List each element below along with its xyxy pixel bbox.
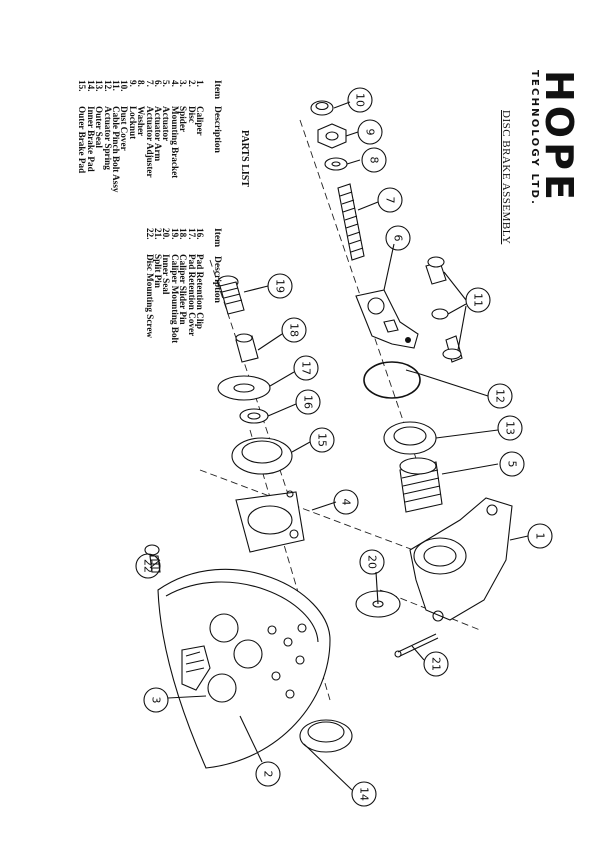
parts-list-row: 17.Pad Retention Cover (186, 228, 197, 336)
callout-balloons (135, 87, 553, 807)
callout-2: 2 (262, 771, 275, 778)
callout-19: 19 (274, 279, 287, 293)
callout-6: 6 (392, 235, 405, 242)
callout-10: 10 (354, 93, 367, 107)
part-mounting-bracket (235, 490, 305, 553)
parts-item-number: 2. (186, 80, 197, 87)
parts-list-title: PARTS LIST (239, 130, 250, 187)
callout-16: 16 (302, 395, 315, 409)
callout-3: 3 (150, 697, 163, 704)
parts-item-number: 10. (119, 80, 130, 92)
callout-5: 5 (506, 461, 519, 468)
parts-item-number: 8. (136, 80, 147, 87)
parts-item-number: 13. (94, 80, 105, 92)
parts-list-row: 1.Caliper (195, 80, 205, 136)
callout-14: 14 (358, 787, 371, 801)
parts-item-number: 7. (144, 80, 155, 87)
part-disc (157, 568, 331, 769)
parts-item-number: 16. (195, 228, 205, 240)
parts-list-row: 11.Cable Pinch Bolt Assy (111, 80, 121, 193)
part-dust-cover (310, 100, 334, 116)
parts-item-number: 5. (161, 80, 172, 87)
brand-logo-name: HOPE (537, 70, 581, 204)
parts-item-number: 1. (195, 80, 205, 87)
parts-list-row: 10.Dust Cover (119, 80, 130, 151)
callout-21: 21 (430, 657, 443, 671)
part-caliper-slider-pin (235, 333, 259, 363)
callout-7: 7 (384, 197, 397, 204)
parts-item-number: 20. (161, 228, 172, 240)
parts-item-description: Disc Mounting Screw (144, 254, 155, 339)
parts-item-number: 9. (127, 80, 138, 87)
parts-list-row: 2.Disc (186, 80, 197, 123)
part-caliper (409, 497, 513, 622)
parts-item-number: 21. (153, 228, 163, 240)
callout-20: 20 (366, 555, 379, 569)
callout-12: 12 (494, 389, 507, 403)
callout-1: 1 (534, 533, 547, 540)
part-split-pin (394, 633, 439, 658)
callout-9: 9 (364, 129, 377, 136)
part-spider (181, 645, 211, 691)
part-pad-retention-cover (217, 375, 271, 401)
part-actuator-arm (355, 289, 419, 349)
parts-item-number: 14. (85, 80, 96, 92)
parts-list-row: 21.Split Pin (153, 228, 163, 288)
callout-15: 15 (316, 433, 329, 447)
part-actuator-spring (363, 361, 421, 399)
parts-list-row: 5.Actuator (161, 80, 172, 141)
parts-list-row: 3.Spider (178, 80, 189, 132)
parts-list-row: 22. Disc Mounting Screw (144, 228, 155, 339)
parts-item-description: Outer Brake Pad (77, 106, 88, 174)
callout-11: 11 (472, 293, 485, 307)
part-actuator (399, 457, 443, 513)
parts-item-number: 11. (111, 80, 121, 91)
parts-item-number: 18. (178, 228, 189, 240)
callout-22: 22 (142, 559, 155, 573)
callout-13: 13 (504, 421, 517, 435)
parts-list-row: 15. Outer Brake Pad (77, 80, 88, 174)
parts-list-row: 16.Pad Retention Clip (195, 228, 205, 329)
document-title: DISC BRAKE ASSEMBLY (500, 110, 512, 245)
parts-item-number: 4. (169, 80, 180, 87)
parts-item-number: 19. (169, 228, 180, 240)
callout-8: 8 (368, 157, 381, 164)
part-cable-pinch-bolt (425, 256, 463, 363)
callout-18: 18 (288, 323, 301, 337)
parts-list-row: 8.Washer (136, 80, 147, 136)
brand-logo-subtitle: TECHNOLOGY LTD. (529, 70, 540, 207)
parts-list-row: 20.Inner Seal (161, 228, 172, 294)
right-item-header: Item (212, 228, 222, 247)
parts-item-number: 17. (186, 228, 197, 240)
parts-list-row: 12.Actuator Spring (102, 80, 113, 170)
leader-lines (149, 101, 529, 791)
parts-item-number: 15. (77, 80, 88, 92)
parts-list-row: 6.Actuator Arm (153, 80, 163, 161)
parts-list-row: 18.Caliper Slider Pin (178, 228, 189, 325)
part-locknut (317, 123, 347, 149)
part-actuator-adjuster (337, 183, 365, 261)
part-outer-brake-pad (231, 437, 293, 475)
parts-list-row: 14.Inner Brake Pad (85, 80, 96, 172)
parts-list-row: 7.Actuator Adjuster (144, 80, 155, 178)
right-description-header: Description (212, 256, 222, 303)
parts-list-row: 19.Caliper Mounting Bolt (169, 228, 180, 343)
callout-4: 4 (340, 499, 353, 506)
parts-item-number: 22. (144, 228, 155, 240)
part-caliper-mounting-bolt (217, 275, 245, 315)
parts-item-number: 12. (102, 80, 113, 92)
part-inner-brake-pad (299, 719, 353, 753)
parts-item-number: 3. (178, 80, 189, 87)
parts-list-row: 9.Locknut (127, 80, 138, 139)
left-description-header: Description (212, 106, 222, 153)
parts-list-row: 4.Mounting Bracket (169, 80, 180, 178)
left-item-header: Item (212, 80, 222, 99)
callout-17: 17 (300, 361, 313, 375)
callout-labels: 10 9 8 7 6 11 12 13 5 1 14 4 15 16 17 18… (142, 93, 547, 801)
parts-list-row: 13.Outer Seal (94, 80, 105, 148)
parts-item-number: 6. (153, 80, 163, 87)
